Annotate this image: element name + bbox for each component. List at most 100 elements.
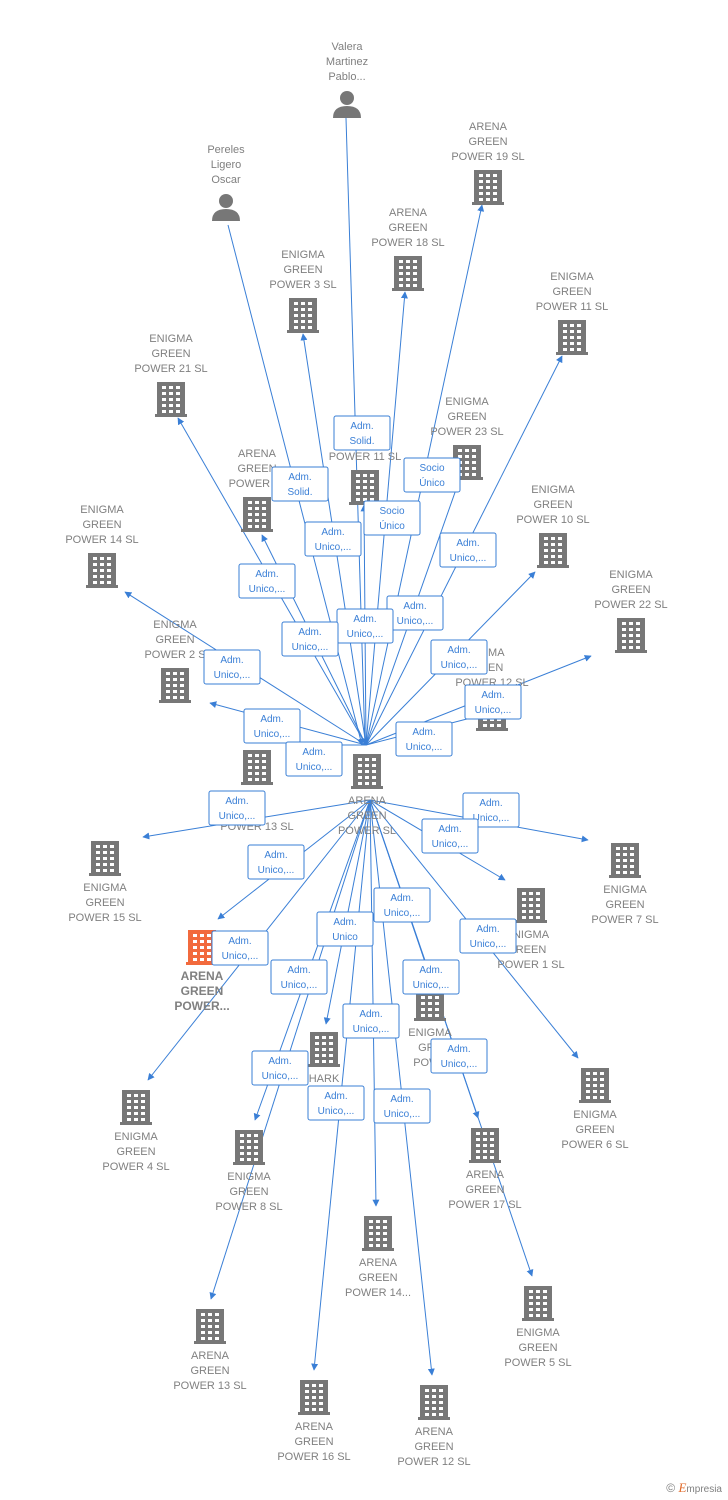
edge-label-n_eg23[interactable]: Adm.Unico,... [386,595,444,631]
edge-label-box[interactable] [208,790,266,826]
building-icon[interactable] [241,497,273,532]
edge-label-n_pereles[interactable]: Adm.Solid. [271,466,329,502]
edge-label-box[interactable] [238,563,296,599]
building-icon[interactable] [362,1216,394,1251]
building-icon[interactable] [469,1128,501,1163]
person-icon[interactable] [333,91,361,118]
edge-label-box[interactable] [316,911,374,947]
edge-label-n_eg4[interactable]: Adm.Unico,... [211,930,269,966]
edge-label-n_eg11[interactable]: Adm.Unico,... [439,532,497,568]
building-icon[interactable] [233,1130,265,1165]
edge-label-box[interactable] [373,1088,431,1124]
edge-label-n_eg13[interactable]: Adm.Unico,... [285,741,343,777]
building-icon[interactable] [579,1068,611,1103]
edge-label-n_eg15[interactable]: Adm.Unico,... [208,790,266,826]
edge-label-box[interactable] [251,1050,309,1086]
building-icon[interactable] [349,470,381,505]
edge-label-n_eg2[interactable]: Adm.Unico,... [243,708,301,744]
building-icon[interactable] [186,930,218,965]
edge-label-n_eg10[interactable]: Adm.Unico,... [430,639,488,675]
edge-label-n_ag13[interactable]: Adm.Unico,... [251,1050,309,1086]
edge-label-n_eg7[interactable]: Adm.Unico,... [462,792,520,828]
edge-label-box[interactable] [430,639,488,675]
edge-label-box[interactable] [211,930,269,966]
edge-label-box[interactable] [342,1003,400,1039]
edge-label-box[interactable] [281,621,339,657]
edge-label-box[interactable] [363,500,421,536]
edge-label-box[interactable] [464,684,522,720]
building-icon[interactable] [351,754,383,789]
building-icon[interactable] [194,1309,226,1344]
building-icon[interactable] [556,320,588,355]
edge-label-n_valera[interactable]: Adm.Solid. [333,415,391,451]
edge-label-n_eg9[interactable]: Adm.Unico,... [373,887,431,923]
edge-label-n_eg1[interactable]: Adm.Unico,... [421,818,479,854]
edge-label-n_eg22[interactable]: Adm.Unico,... [464,684,522,720]
edge-label-box[interactable] [203,649,261,685]
building-icon[interactable] [159,668,191,703]
building-icon[interactable] [155,382,187,417]
edge-label-box[interactable] [459,918,517,954]
edge-label-n_ag17[interactable]: Adm.Unico,... [402,959,460,995]
building-icon[interactable] [298,1380,330,1415]
edge-label-box[interactable] [402,959,460,995]
edge-label-box[interactable] [439,532,497,568]
edge-label-box[interactable] [462,792,520,828]
edge-label-box[interactable] [333,415,391,451]
edge-label-n_eg8[interactable]: Adm.Unico,... [270,959,328,995]
edge-label-n_agp[interactable]: Adm.Unico,... [247,844,305,880]
building-icon[interactable] [308,1032,340,1067]
edge-label-n_eg21[interactable]: Adm.Unico,... [238,563,296,599]
edge-label-n_eg3[interactable]: Adm.Unico,... [304,521,362,557]
edge-label-n_ag14[interactable]: Adm.Unico,... [342,1003,400,1039]
edge-label-n_ag16[interactable]: Adm.Unico,... [307,1085,365,1121]
edge-label-n_eg5[interactable]: Adm.Unico,... [430,1038,488,1074]
building-icon[interactable] [515,888,547,923]
node-n_valera[interactable]: ValeraMartinezPablo... [326,41,368,118]
edge-label-box[interactable] [285,741,343,777]
building-icon[interactable] [615,618,647,653]
edge-label-box[interactable] [421,818,479,854]
building-icon[interactable] [609,843,641,878]
edge-label-n_eg12[interactable]: Adm.Unico,... [395,721,453,757]
edge-label-n_ag15[interactable]: Adm.Unico,... [281,621,339,657]
building-icon[interactable] [287,298,319,333]
edge-label-n_shark[interactable]: Adm.Unico [316,911,374,947]
edge-label-n_eg6[interactable]: Adm.Unico,... [459,918,517,954]
building-icon[interactable] [472,170,504,205]
building-icon[interactable] [86,553,118,588]
building-icon[interactable] [537,533,569,568]
edge-label-n_ag12[interactable]: Adm.Unico,... [373,1088,431,1124]
edge-label-box[interactable] [243,708,301,744]
edge-label-box[interactable] [271,466,329,502]
edge-label-box[interactable] [247,844,305,880]
building-icon[interactable] [241,750,273,785]
building-icon[interactable] [522,1286,554,1321]
edge-label-box[interactable] [373,887,431,923]
building-icon[interactable] [418,1385,450,1420]
edge-label-box[interactable] [270,959,328,995]
edge-label-box[interactable] [307,1085,365,1121]
edge-label-box[interactable] [395,721,453,757]
building-icon[interactable] [89,841,121,876]
